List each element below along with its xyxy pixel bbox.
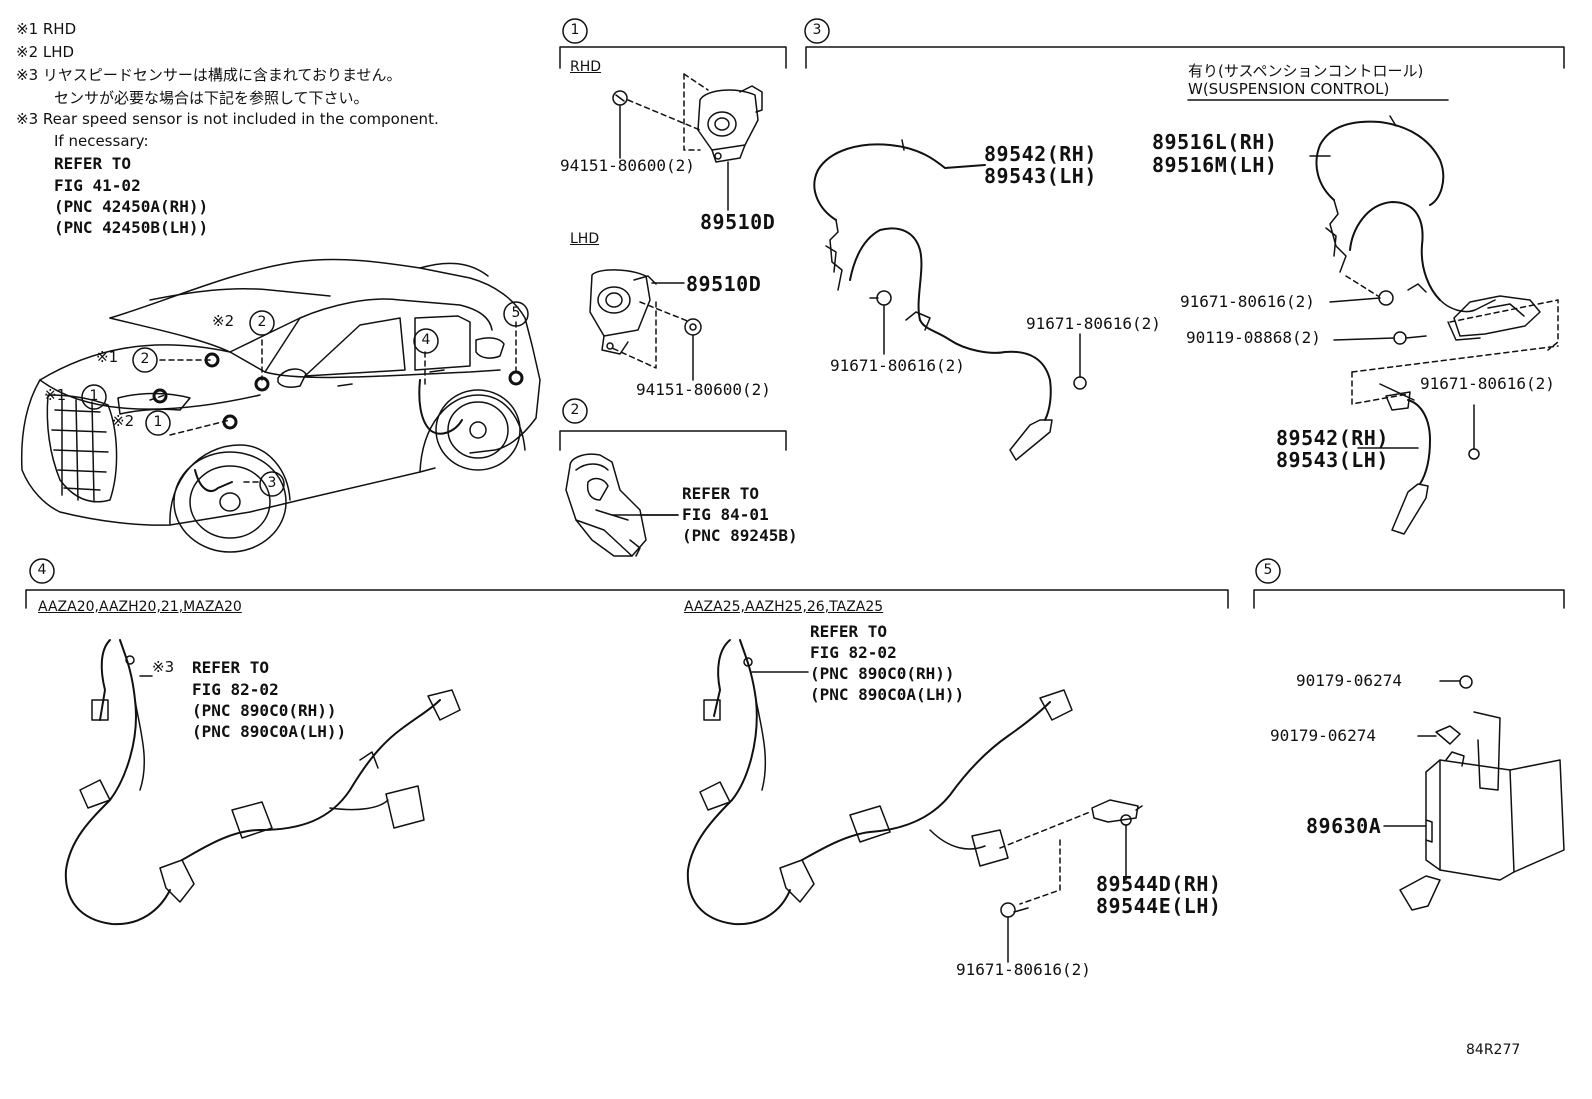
section-3-heading-ja: 有り(サスペンションコントロール): [1188, 62, 1424, 80]
section-2-refer-pnc: (PNC 89245B): [682, 526, 798, 545]
section-5-number: 5: [1263, 562, 1273, 578]
section2-part: [565, 453, 679, 557]
section-4-number: 4: [37, 562, 47, 578]
section-1-number: 1: [570, 22, 580, 38]
part-94151-80600-lhd[interactable]: 94151-80600(2): [636, 380, 771, 399]
part-89516l-rh[interactable]: 89516L(RH): [1152, 130, 1278, 154]
callout-2-rhd[interactable]: 2: [140, 351, 150, 367]
callout-1-rhd[interactable]: 1: [89, 388, 99, 404]
vehicle-callout-circles: [81, 301, 529, 497]
label-leaders: [639, 155, 1419, 516]
section-4-mark: ※3: [152, 658, 175, 676]
section5-part: [1383, 675, 1565, 911]
note-refer-pnc-rh: (PNC 42450A(RH)): [54, 197, 209, 216]
section-4-refer-pnc-lh-a: (PNC 890C0A(LH)): [192, 722, 347, 741]
section-2-refer-fig[interactable]: FIG 84-01: [682, 505, 769, 524]
vehicle-illustration: [20, 258, 541, 553]
note-if-necessary: If necessary:: [54, 132, 149, 150]
section-2-refer-to: REFER TO: [682, 484, 760, 503]
part-91671-80616-rear[interactable]: 91671-80616(2): [956, 960, 1091, 979]
part-89543-lh-lower[interactable]: 89543(LH): [1276, 448, 1389, 472]
part-89630a[interactable]: 89630A: [1306, 814, 1382, 838]
note-rear-sensor-ja-1: ※3 リヤスピードセンサーは構成に含まれておりません。: [16, 66, 402, 84]
section3-parts: [813, 115, 1559, 535]
part-89516m-lh[interactable]: 89516M(LH): [1152, 153, 1278, 177]
callout-mark-rhd-2: ※1: [96, 348, 119, 366]
note-refer-to: REFER TO: [54, 154, 132, 173]
section-2-number: 2: [570, 402, 580, 418]
section-4-refer-to-a: REFER TO: [192, 658, 270, 677]
section-4-refer-pnc-rh-b: (PNC 890C0(RH)): [810, 664, 955, 683]
section-4-refer-fig-a[interactable]: FIG 82-02: [192, 680, 279, 699]
callout-1-lhd[interactable]: 1: [153, 414, 163, 430]
section-4-models-a: AAZA20,AAZH20,21,MAZA20: [38, 599, 242, 615]
section-4-refer-fig-b[interactable]: FIG 82-02: [810, 643, 897, 662]
section-3-number: 3: [812, 22, 822, 38]
part-89543-lh[interactable]: 89543(LH): [984, 164, 1097, 188]
section-1-lhd-label: LHD: [570, 231, 600, 247]
callout-2-lhd[interactable]: 2: [257, 314, 267, 330]
callout-mark-rhd-1: ※1: [44, 386, 67, 404]
note-rear-sensor-en: ※3 Rear speed sensor is not included in …: [16, 110, 439, 128]
part-89544d-rh[interactable]: 89544D(RH): [1096, 872, 1222, 896]
part-89510d-lhd[interactable]: 89510D: [686, 272, 762, 296]
note-refer-pnc-lh: (PNC 42450B(LH)): [54, 218, 209, 237]
part-91671-80616-b[interactable]: 91671-80616(2): [1026, 314, 1161, 333]
callout-mark-lhd-1: ※2: [112, 412, 135, 430]
part-89510d-rhd[interactable]: 89510D: [700, 210, 776, 234]
part-91671-80616-e[interactable]: 91671-80616(2): [1420, 374, 1555, 393]
part-91671-80616-c[interactable]: 91671-80616(2): [1180, 292, 1315, 311]
section-frames: [25, 46, 1565, 609]
note-refer-fig: FIG 41-02: [54, 176, 141, 195]
callout-5[interactable]: 5: [511, 305, 521, 321]
section-4-refer-pnc-lh-b: (PNC 890C0A(LH)): [810, 685, 965, 704]
part-89544e-lh[interactable]: 89544E(LH): [1096, 894, 1222, 918]
callout-4[interactable]: 4: [421, 332, 431, 348]
section1-parts: [589, 73, 763, 381]
section-4-models-b: AAZA25,AAZH25,26,TAZA25: [684, 599, 884, 615]
part-89542-rh[interactable]: 89542(RH): [984, 142, 1097, 166]
section-1-rhd-label: RHD: [570, 59, 602, 75]
section-4-refer-to-b: REFER TO: [810, 622, 888, 641]
part-91671-80616-a[interactable]: 91671-80616(2): [830, 356, 965, 375]
section4-parts: [64, 639, 1143, 963]
part-89542-rh-lower[interactable]: 89542(RH): [1276, 426, 1389, 450]
callout-mark-lhd-2: ※2: [212, 312, 235, 330]
note-rhd: ※1 RHD: [16, 20, 77, 38]
section-4-refer-pnc-rh-a: (PNC 890C0(RH)): [192, 701, 337, 720]
part-90179-06274-a[interactable]: 90179-06274: [1296, 671, 1402, 690]
part-90119-08868[interactable]: 90119-08868(2): [1186, 328, 1321, 347]
callout-3[interactable]: 3: [267, 475, 277, 491]
part-94151-80600-rhd[interactable]: 94151-80600(2): [560, 156, 695, 175]
section-number-circles: [29, 18, 1281, 584]
note-rear-sensor-ja-2: センサが必要な場合は下記を参照して下さい。: [54, 89, 369, 107]
note-lhd: ※2 LHD: [16, 43, 75, 61]
figure-id: 84R277: [1466, 1042, 1521, 1058]
section-3-heading-en: W(SUSPENSION CONTROL): [1188, 80, 1390, 98]
part-90179-06274-b[interactable]: 90179-06274: [1270, 726, 1376, 745]
